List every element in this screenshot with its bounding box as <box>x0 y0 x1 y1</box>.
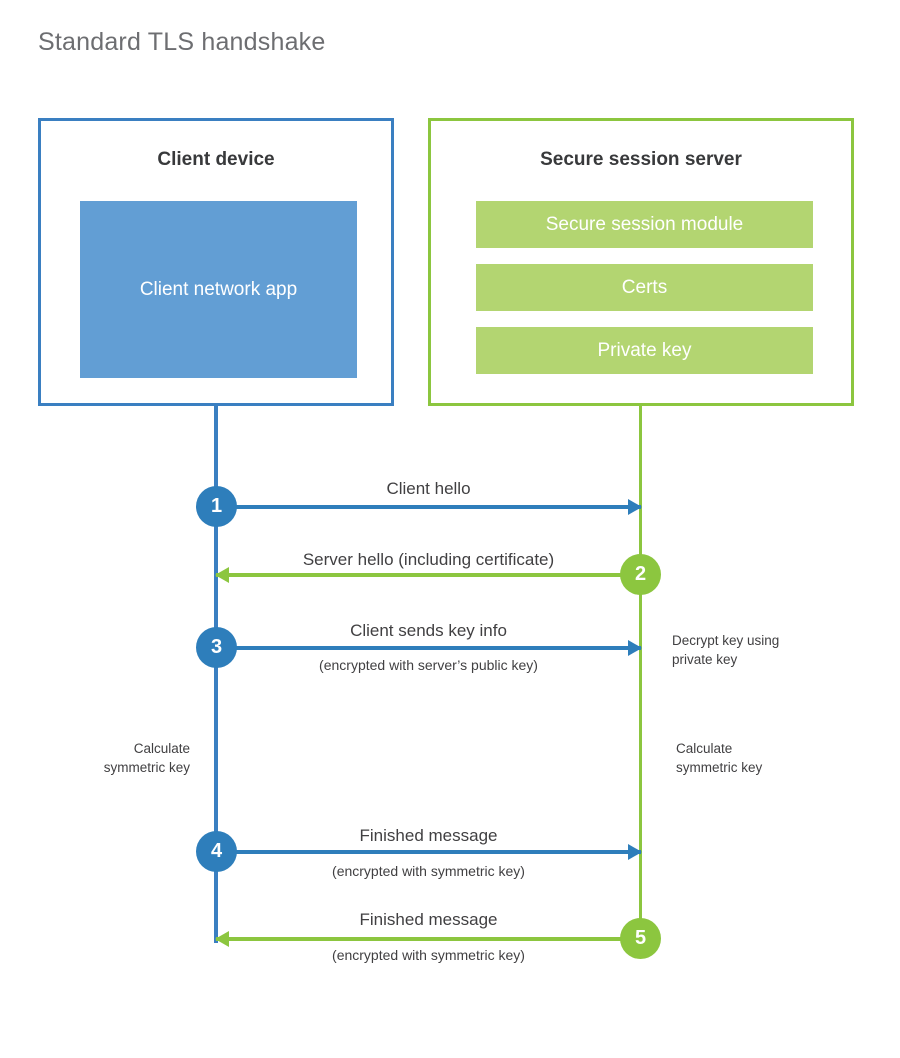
step-5-label: Finished message <box>359 910 498 929</box>
server-lifeline <box>639 406 642 940</box>
step-2-arrow <box>215 567 641 583</box>
step-1-arrowhead <box>628 499 642 515</box>
secure-session-server-title: Secure session server <box>540 149 742 170</box>
step-5-sublabel: (encrypted with symmetric key) <box>332 947 525 963</box>
step-3-arrow-shaft <box>216 646 641 650</box>
step-5-arrow-shaft <box>216 937 641 941</box>
step-1-arrow-shaft <box>216 505 641 509</box>
step-5-arrowhead <box>215 931 229 947</box>
step-5-circle: 5 <box>620 918 661 959</box>
client-device-box: Client device Client network app <box>38 118 394 406</box>
server-decrypt-note: Decrypt key using private key <box>672 633 780 667</box>
step-2-circle: 2 <box>620 554 661 595</box>
server-component-certs: Certs <box>476 264 813 311</box>
step-3-sublabel: (encrypted with server’s public key) <box>319 657 538 673</box>
step-3-arrowhead <box>628 640 642 656</box>
client-device-title: Client device <box>157 149 275 170</box>
step-1-arrow <box>216 499 642 515</box>
step-1-label: Client hello <box>386 479 471 498</box>
server-calculate-symmetric-key-note: Calculate symmetric key <box>676 741 763 775</box>
step-3-label: Client sends key info <box>350 621 507 640</box>
client-network-app-block: Client network app <box>80 201 357 378</box>
server-component-private-key: Private key <box>476 327 813 374</box>
step-3-arrow <box>216 640 642 656</box>
page-title: Standard TLS handshake <box>38 28 326 56</box>
step-4-circle: 4 <box>196 831 237 872</box>
step-4-arrowhead <box>628 844 642 860</box>
step-1-circle: 1 <box>196 486 237 527</box>
step-4-arrow <box>216 844 642 860</box>
step-2-arrow-shaft <box>216 573 641 577</box>
client-lifeline <box>214 406 218 943</box>
step-2-label: Server hello (including certificate) <box>302 550 555 569</box>
step-5-arrow <box>215 931 641 947</box>
step-4-label: Finished message <box>359 826 498 845</box>
step-3-circle: 3 <box>196 627 237 668</box>
server-component-secure-session-module: Secure session module <box>476 201 813 248</box>
step-4-arrow-shaft <box>216 850 641 854</box>
client-calculate-symmetric-key-note: Calculate symmetric key <box>103 741 190 775</box>
secure-session-server-box: Secure session server Secure session mod… <box>428 118 854 406</box>
step-2-arrowhead <box>215 567 229 583</box>
step-4-sublabel: (encrypted with symmetric key) <box>332 863 525 879</box>
